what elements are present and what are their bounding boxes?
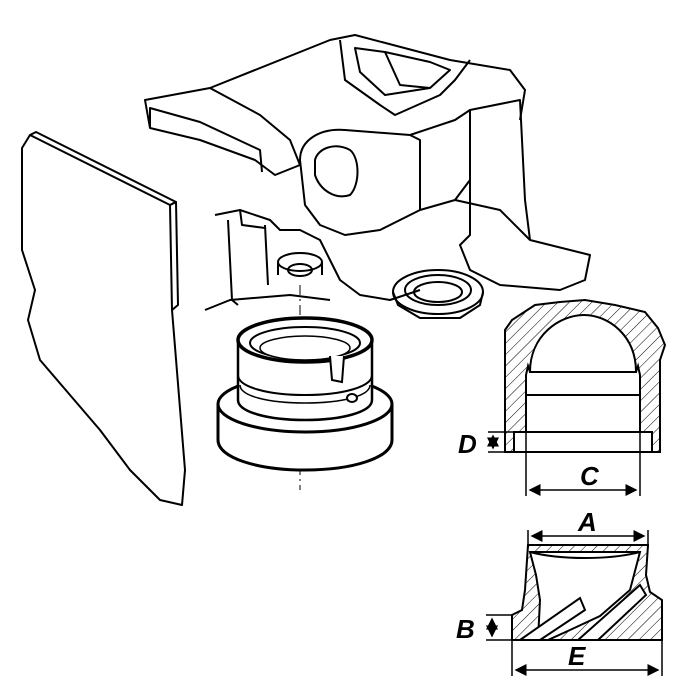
exploded-valve-seat	[216, 316, 394, 472]
label-a: A	[577, 507, 597, 537]
dimension-b	[486, 614, 512, 641]
guide-boss	[277, 252, 323, 277]
installed-seat	[392, 269, 484, 319]
label-d: D	[458, 429, 477, 459]
ring-section	[511, 544, 663, 641]
rear-block	[339, 39, 471, 116]
label-e: E	[568, 641, 586, 671]
cam-boss	[299, 128, 421, 236]
left-wall	[21, 134, 186, 506]
rear-wall	[144, 87, 301, 176]
bore-section	[504, 298, 667, 453]
dimension-d	[487, 431, 514, 453]
dimension-a	[527, 530, 649, 548]
cylinder-head-casting	[21, 34, 591, 506]
label-b: B	[456, 614, 475, 644]
dimension-c	[525, 432, 641, 496]
dimension-e	[511, 640, 663, 676]
label-c: C	[580, 461, 600, 491]
